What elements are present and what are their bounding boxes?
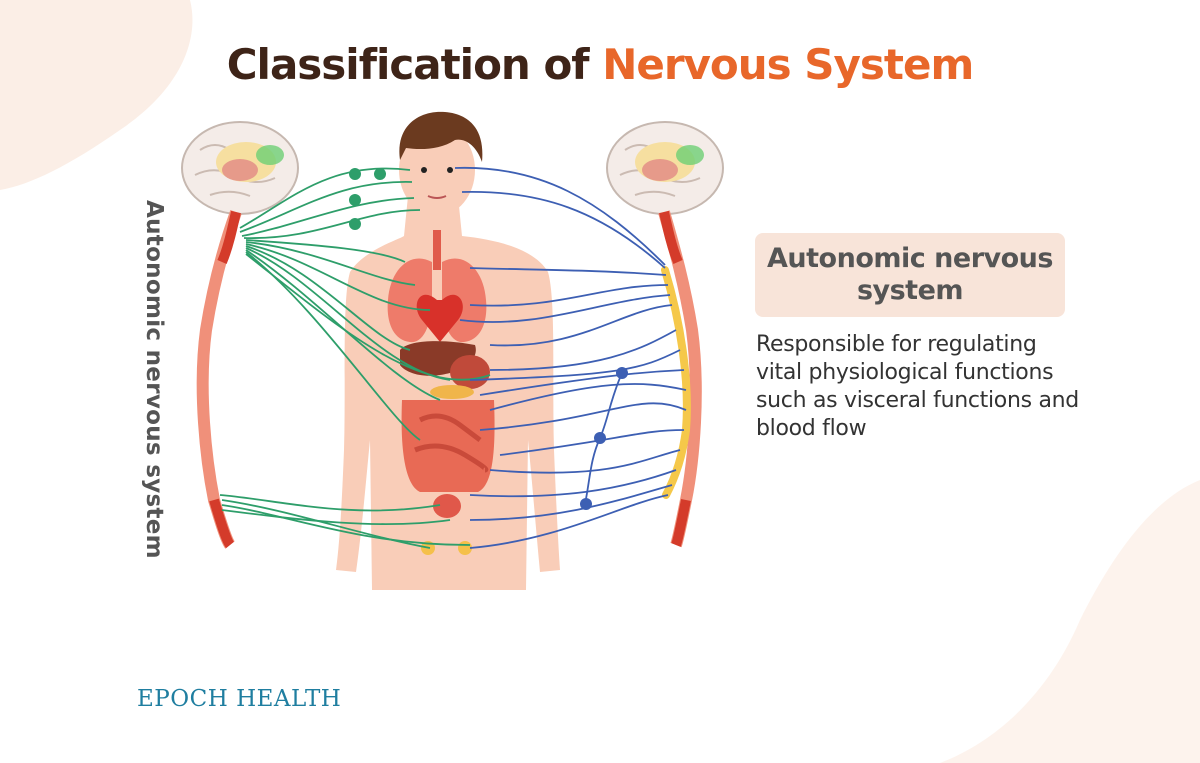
right-eye [447, 167, 453, 173]
brand-logo: EPOCH HEALTH [137, 686, 341, 712]
info-box-title: Autonomic nervous system [755, 243, 1065, 307]
stomach [450, 355, 490, 389]
left-ganglia [349, 168, 386, 230]
pancreas [430, 385, 474, 399]
info-box: Autonomic nervous system [755, 233, 1065, 317]
right-brain [607, 122, 723, 214]
left-brain [182, 122, 298, 214]
right-testis [458, 541, 472, 555]
left-eye [421, 167, 427, 173]
left-spinal-cord [203, 212, 236, 545]
info-description: Responsible for regulating vital physiol… [756, 331, 1086, 443]
